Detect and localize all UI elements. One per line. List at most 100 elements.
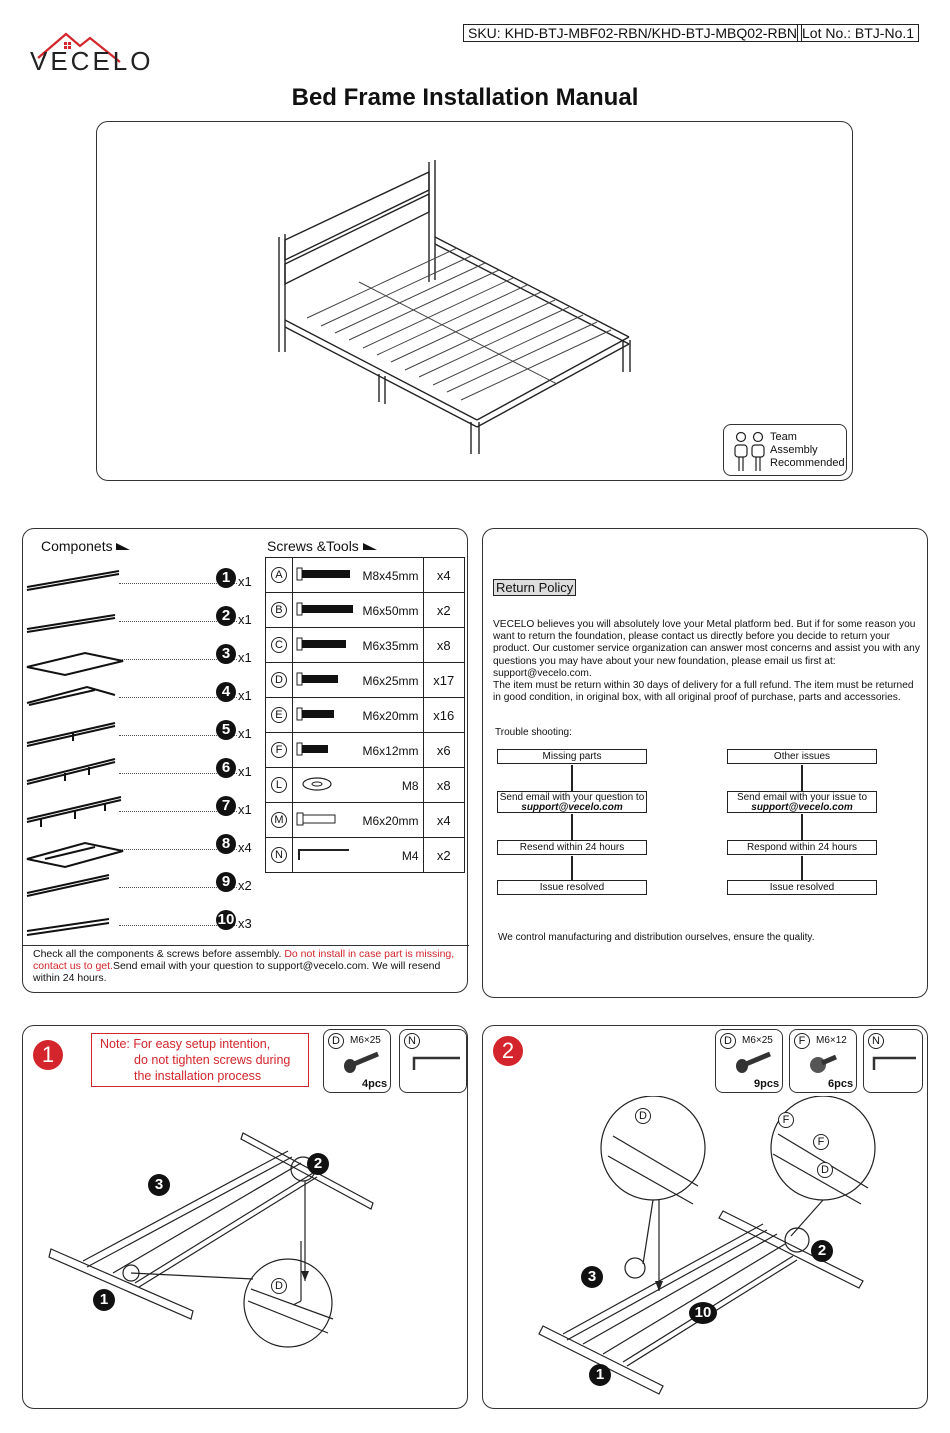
policy-body-1: VECELO believes you will absolutely love… [493, 619, 920, 679]
bolt-icon [296, 707, 334, 720]
component-number: 2 [216, 606, 236, 626]
part-label-3: 3 [148, 1174, 170, 1196]
detail-letter-d-2: D [817, 1162, 833, 1178]
step-1-note: Note: For easy setup intention, do not t… [91, 1033, 309, 1087]
screw-size: M6x20mm [362, 814, 419, 828]
screw-size: M8 [401, 779, 419, 793]
step-1-screw-card: D M6×25 4pcs [323, 1029, 391, 1093]
leader-dots [119, 849, 237, 850]
brand-logo: VECELO [28, 28, 173, 76]
hero-panel: Team Assembly Recommended [96, 121, 853, 481]
part-label-10: 10 [689, 1302, 717, 1324]
detail-letter-f-1: F [778, 1112, 794, 1128]
component-qty: x1 [238, 688, 252, 703]
allen-key-icon [412, 1056, 460, 1070]
screw-size: M6x25mm [362, 674, 419, 688]
screw-letter: B [270, 602, 287, 618]
house-roof-icon [37, 32, 121, 63]
page-title: Bed Frame Installation Manual [291, 84, 639, 111]
screws-heading: Screws &Tools [267, 538, 379, 554]
screw-letter-f: F [794, 1033, 810, 1049]
allen-key-icon [297, 848, 349, 860]
screw-qty: x8 [422, 627, 466, 663]
component-part-icon [26, 796, 122, 827]
team-assembly-badge: Team Assembly Recommended [723, 424, 847, 476]
washer-icon [302, 776, 332, 791]
screw-size: M6x12mm [362, 744, 419, 758]
bolt-icon [736, 1051, 771, 1073]
components-note: Check all the components & screws before… [33, 948, 463, 984]
component-number: 1 [216, 568, 236, 588]
component-part-icon [26, 685, 116, 706]
note-line-3: the installation process [134, 1069, 262, 1083]
component-number: 6 [216, 758, 236, 778]
bolt-icon [296, 567, 350, 580]
screw-qty: x2 [422, 592, 466, 628]
screw-qty: x4 [422, 557, 466, 593]
bolt-icon [296, 637, 346, 650]
flow-left-email: support@vecelo.com [521, 802, 623, 813]
part-label-3: 3 [581, 1266, 603, 1288]
screw-size: M6x50mm [362, 604, 419, 618]
component-part-icon [26, 722, 116, 747]
leader-dots [119, 735, 237, 736]
component-qty: x1 [238, 650, 252, 665]
screw-qty: x4 [422, 802, 466, 838]
leader-dots [119, 583, 237, 584]
flow-right-3: Respond within 24 hours [727, 840, 877, 855]
screw-size-f: M6×12 [816, 1035, 847, 1046]
leader-dots [119, 811, 237, 812]
note-text-2: Send email with your question to support… [33, 960, 441, 984]
leader-dots [119, 697, 237, 698]
screw-letter: E [270, 707, 287, 723]
component-part-icon [26, 651, 124, 677]
leader-dots [119, 621, 237, 622]
screw-size: M6×25 [350, 1035, 381, 1046]
bolt-icon [296, 742, 328, 755]
wrench-letter: N [404, 1033, 420, 1049]
components-heading-text: Componets [41, 538, 113, 554]
screw-letter: D [328, 1033, 344, 1049]
screw-qty-d: 9pcs [754, 1078, 780, 1090]
component-number: 8 [216, 834, 236, 854]
screw-letter: A [270, 567, 287, 583]
return-policy-body: VECELO believes you will absolutely love… [493, 619, 921, 704]
screw-letter: C [270, 637, 287, 653]
step-2-wrench-card: N [863, 1029, 923, 1093]
component-number: 4 [216, 682, 236, 702]
screw-letter: D [270, 672, 287, 688]
screw-qty: x2 [422, 837, 466, 873]
component-part-icon [26, 570, 120, 591]
return-policy-heading: Return Policy [493, 579, 577, 596]
step-1-diagram [48, 1132, 374, 1348]
step-2-number: 2 [493, 1036, 523, 1066]
component-number: 5 [216, 720, 236, 740]
part-label-1: 1 [589, 1364, 611, 1386]
screw-qty: x17 [422, 662, 466, 698]
detail-letter-d: D [635, 1108, 651, 1124]
screw-size: M6x20mm [362, 709, 419, 723]
two-people-icon [734, 431, 765, 471]
bed-frame-illustration [278, 160, 631, 454]
screw-size: M8x45mm [362, 569, 419, 583]
screw-qty: 4pcs [362, 1078, 388, 1090]
part-label-2: 2 [307, 1153, 329, 1175]
barrel-nut-icon [296, 812, 336, 825]
flow-right-email: support@vecelo.com [751, 802, 853, 813]
flow-left-3: Resend within 24 hours [497, 840, 647, 855]
note-text-1: Check all the components & screws before… [33, 948, 282, 960]
component-number: 7 [216, 796, 236, 816]
flow-left-2-text: Send email with your question to [499, 792, 645, 803]
